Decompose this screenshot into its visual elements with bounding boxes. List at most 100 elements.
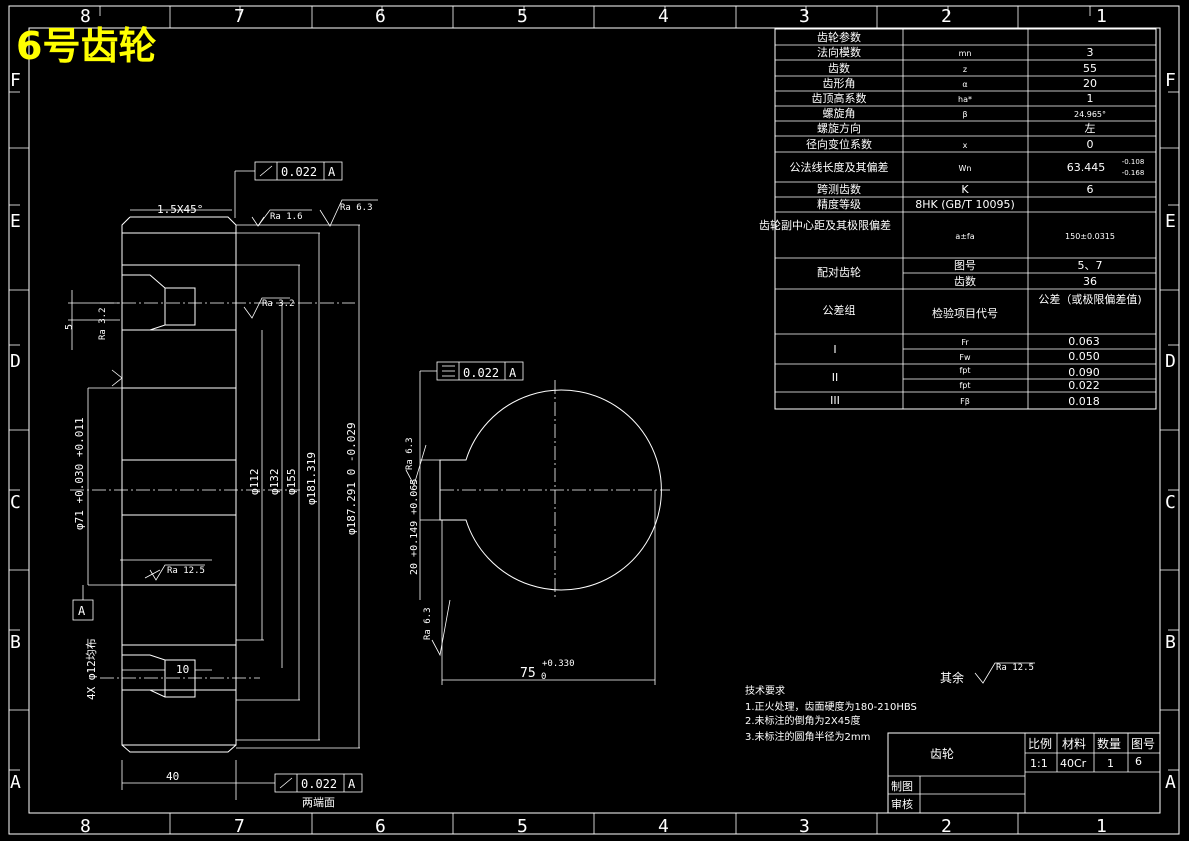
holes-dim: 4X φ12均布 — [85, 638, 98, 700]
param-name: 螺旋方向 — [817, 121, 861, 135]
tol-value: 0.063 — [1068, 335, 1100, 348]
border-labels: 8 7 6 5 4 3 2 1 8 7 6 5 4 3 2 1 F E D C … — [10, 6, 1176, 837]
row-label-left: D — [10, 351, 21, 372]
col-label-top: 4 — [658, 6, 669, 27]
border-ticks — [9, 6, 1179, 834]
tb-dwg-header: 图号 — [1131, 737, 1155, 751]
tol-code: fpt — [959, 366, 970, 375]
runout-frame-top: 0.022 A — [234, 161, 343, 218]
param-value: 150±0.0315 — [1065, 232, 1115, 241]
parameter-table: 齿轮参数 法向模数 mn 3 齿数 z 55 齿形角 α 20 齿顶高系数 ha… — [759, 28, 1157, 410]
outer-frame — [8, 5, 1180, 835]
col-label-bottom: 4 — [658, 816, 669, 837]
ra-3-2-left-label: Ra 3.2 — [98, 307, 108, 340]
runout-bottom-datum: A — [348, 777, 356, 791]
bore-dim: φ71 +0.030 +0.011 — [73, 417, 86, 530]
col-label-top: 8 — [80, 6, 91, 27]
ra-1-6-label: Ra 1.6 — [270, 212, 303, 222]
tb-material: 40Cr — [1060, 757, 1087, 770]
bore-outline — [439, 389, 662, 591]
dim-132: φ132 — [268, 469, 281, 496]
param-symbol: x — [963, 141, 968, 150]
dim-181: φ181.319 — [305, 452, 318, 505]
row-label-left: B — [10, 632, 21, 653]
param-name: 配对齿轮 — [817, 265, 861, 279]
param-value: 1 — [1087, 92, 1094, 105]
note-line: 1.正火处理，齿面硬度为180-210HBS — [745, 700, 917, 713]
col-label-top: 5 — [517, 6, 528, 27]
tol-header-value: 公差（或极限偏差值) — [1038, 292, 1141, 306]
param-name: 跨测齿数 — [817, 183, 861, 196]
upper-rim-hatch — [121, 232, 237, 266]
param-name: 螺旋角 — [823, 106, 856, 120]
tb-qty-header: 数量 — [1097, 736, 1121, 751]
tb-dwg: 6 — [1135, 755, 1142, 768]
param-symbol: 8HK (GB/T 10095) — [915, 198, 1015, 211]
runout-top-value: 0.022 — [281, 165, 317, 179]
tb-material-header: 材料 — [1062, 737, 1086, 751]
tol-group: III — [830, 394, 840, 407]
ra-6-3-key-label: Ra 6.3 — [405, 437, 415, 470]
tol-code: Fβ — [960, 397, 970, 406]
tol-code: Fw — [959, 353, 971, 362]
col-label-top: 2 — [941, 6, 952, 27]
param-name: 精度等级 — [817, 197, 861, 211]
runout-frame-bottom: 0.022 A — [236, 773, 363, 793]
row-label-right: B — [1165, 632, 1176, 653]
param-value: 20 — [1083, 77, 1097, 90]
col-label-bottom: 7 — [234, 816, 245, 837]
row-label-left: C — [10, 492, 21, 513]
both-faces-label: 两端面 — [302, 796, 335, 809]
key-width-dim: 20 +0.149 +0.065 — [409, 479, 420, 575]
rest-ra: Ra 12.5 — [996, 663, 1034, 673]
param-symbol: Wn — [959, 164, 972, 173]
gear-section-view: 0.022 A 1.5X45° Ra 1.6 Ra 6.3 Ra 3.2 Ra … — [64, 161, 378, 809]
ra-3-2-label: Ra 3.2 — [262, 299, 295, 309]
ra-6-3-label: Ra 6.3 — [340, 203, 373, 213]
inner-frame — [28, 27, 1161, 814]
row-label-left: E — [10, 211, 21, 232]
param-value: 36 — [1083, 275, 1097, 288]
tb-drawn: 制图 — [891, 780, 913, 793]
param-symbol: β — [962, 110, 967, 119]
param-name: 齿顶高系数 — [812, 91, 867, 105]
param-name: 齿数 — [828, 62, 850, 75]
param-value: 63.445 — [1067, 161, 1106, 174]
row-label-right: A — [1165, 772, 1176, 793]
param-name: 公法线长度及其偏差 — [790, 160, 889, 174]
col-label-bottom: 3 — [799, 816, 810, 837]
col-label-bottom: 1 — [1096, 816, 1107, 837]
dim-75-low: 0 — [541, 672, 546, 682]
dim-75: 75 — [520, 666, 536, 681]
tol-value: 0.022 — [1068, 379, 1100, 392]
tol-header-group: 公差组 — [823, 303, 856, 317]
param-symbol: 齿数 — [954, 275, 976, 288]
lower-rim-hatch — [121, 689, 237, 746]
bore-front-view: 0.022 A 20 +0.149 +0.065 Ra 6.3 Ra 6.3 7… — [405, 361, 670, 685]
param-symbol: a±fa — [955, 232, 974, 241]
tb-qty: 1 — [1107, 757, 1114, 770]
title-block: 齿轮 比例 材料 数量 图号 1:1 40Cr 1 6 制图 审核 — [887, 732, 1161, 814]
col-label-bottom: 6 — [375, 816, 386, 837]
width-dim: 40 — [166, 770, 179, 783]
col-label-bottom: 8 — [80, 816, 91, 837]
row-label-right: D — [1165, 351, 1176, 372]
upper-web-hatch — [121, 329, 237, 389]
tol-value: 0.090 — [1068, 366, 1100, 379]
lower-web-hatch — [121, 584, 237, 646]
col-label-top: 6 — [375, 6, 386, 27]
row-label-right: E — [1165, 211, 1176, 232]
tol-group: II — [832, 371, 839, 384]
param-name: 齿形角 — [823, 77, 856, 90]
param-symbol: 图号 — [954, 259, 976, 272]
dim-187: φ187.291 0 -0.029 — [345, 422, 358, 535]
tol-value: 0.050 — [1068, 350, 1100, 363]
dim-75-tol: +0.330 — [542, 659, 575, 669]
part-name: 齿轮 — [930, 747, 954, 761]
rest-label: 其余 — [940, 670, 964, 685]
symmetry-value: 0.022 — [463, 366, 499, 380]
tb-checked: 审核 — [891, 797, 913, 811]
tb-scale-header: 比例 — [1028, 737, 1052, 751]
col-label-top: 7 — [234, 6, 245, 27]
